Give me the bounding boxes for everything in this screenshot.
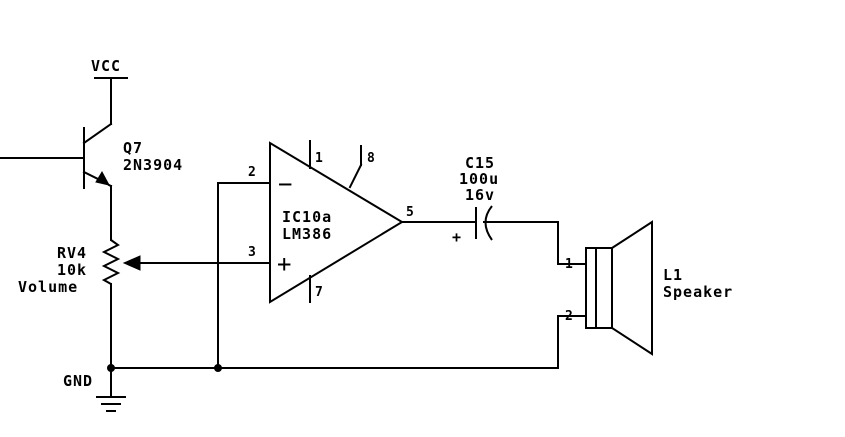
rv4-ref-label: RV4 <box>57 244 87 262</box>
c15-ref-label: C15 <box>465 154 495 172</box>
c15-voltage-label: 16v <box>465 186 495 204</box>
potentiometer-rv4: RV4 10k Volume <box>18 239 271 369</box>
speaker-pin-1-label: 1 <box>565 257 573 272</box>
rv4-name-label: Volume <box>18 278 78 296</box>
speaker-l1: 1 2 L1 Speaker <box>557 220 733 369</box>
noninverting-input-sign: + <box>277 250 291 278</box>
l1-ref-label: L1 <box>663 266 683 284</box>
pin-7-label: 7 <box>315 285 323 300</box>
pin-1-label: 1 <box>315 151 323 166</box>
inverting-input-sign: − <box>278 170 292 198</box>
capacitor-c15: + C15 100u 16v <box>401 154 559 246</box>
gnd-label: GND <box>63 372 93 390</box>
rv4-value-label: 10k <box>57 261 87 279</box>
q7-part-label: 2N3904 <box>123 156 183 174</box>
ic10a-part-label: LM386 <box>282 225 332 243</box>
pin-3-label: 3 <box>248 245 256 260</box>
c15-polarity-sign: + <box>452 228 462 246</box>
ic10a-ref-label: IC10a <box>282 208 332 226</box>
vcc-label: VCC <box>91 57 121 75</box>
c15-value-label: 100u <box>459 170 499 188</box>
feedback-junction-dot <box>214 364 222 372</box>
l1-name-label: Speaker <box>663 283 733 301</box>
pin-8-label: 8 <box>367 151 375 166</box>
ground-net: GND <box>63 364 559 412</box>
q7-ref-label: Q7 <box>123 139 143 157</box>
speaker-pin-2-label: 2 <box>565 309 573 324</box>
pin-5-label: 5 <box>406 205 414 220</box>
opamp-ic10a: − + IC10a LM386 2 3 1 8 7 5 <box>217 140 414 369</box>
pin-2-label: 2 <box>248 165 256 180</box>
vcc-power-symbol: VCC <box>91 57 128 111</box>
transistor-q7: Q7 2N3904 <box>0 109 183 241</box>
